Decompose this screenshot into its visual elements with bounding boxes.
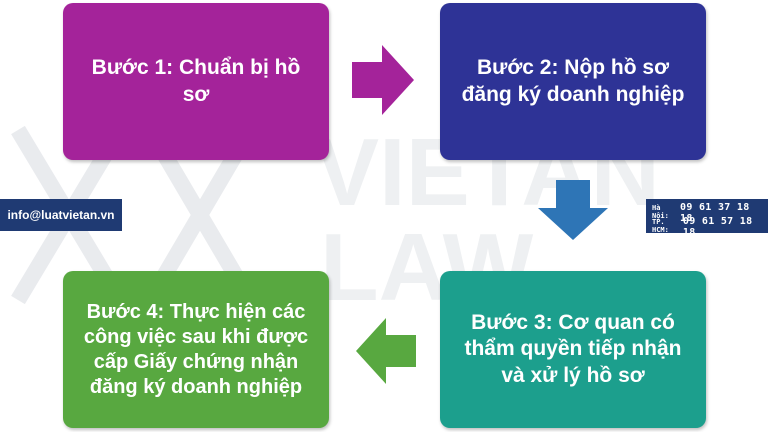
step-1-label: Bước 1: Chuẩn bị hồ sơ bbox=[91, 56, 301, 106]
step-4-label: Bước 4: Thực hiện các công việc sau khi … bbox=[83, 300, 309, 398]
step-1-box: Bước 1: Chuẩn bị hồ sơ bbox=[63, 3, 329, 160]
arrow-left-icon bbox=[356, 318, 416, 384]
phone-number-hanoi[interactable]: 09 61 37 18 18 bbox=[680, 202, 750, 224]
phone-number-hcm[interactable]: 09 61 57 18 18 bbox=[682, 216, 753, 238]
arrow-right-icon bbox=[352, 45, 414, 115]
phone-label-hcm: TP. HCM: bbox=[652, 218, 669, 234]
contact-phones: Hà Nội: 09 61 37 18 18 TP. HCM: 09 61 57… bbox=[646, 199, 768, 238]
phone-row-hanoi: Hà Nội: 09 61 37 18 18 bbox=[652, 202, 764, 224]
phone-label-hanoi: Hà Nội: bbox=[652, 204, 669, 220]
step-2-label: Bước 2: Nộp hồ sơ đăng ký doanh nghiệp bbox=[461, 56, 685, 106]
step-2-box: Bước 2: Nộp hồ sơ đăng ký doanh nghiệp bbox=[440, 3, 706, 160]
phone-row-hcm: TP. HCM: 09 61 57 18 18 bbox=[652, 216, 764, 238]
arrow-down-icon bbox=[538, 180, 608, 240]
step-4-box: Bước 4: Thực hiện các công việc sau khi … bbox=[63, 271, 329, 428]
contact-email[interactable]: info@luatvietan.vn bbox=[0, 199, 122, 231]
step-3-box: Bước 3: Cơ quan có thẩm quyền tiếp nhận … bbox=[440, 271, 706, 428]
step-3-label: Bước 3: Cơ quan có thẩm quyền tiếp nhận … bbox=[464, 311, 682, 387]
